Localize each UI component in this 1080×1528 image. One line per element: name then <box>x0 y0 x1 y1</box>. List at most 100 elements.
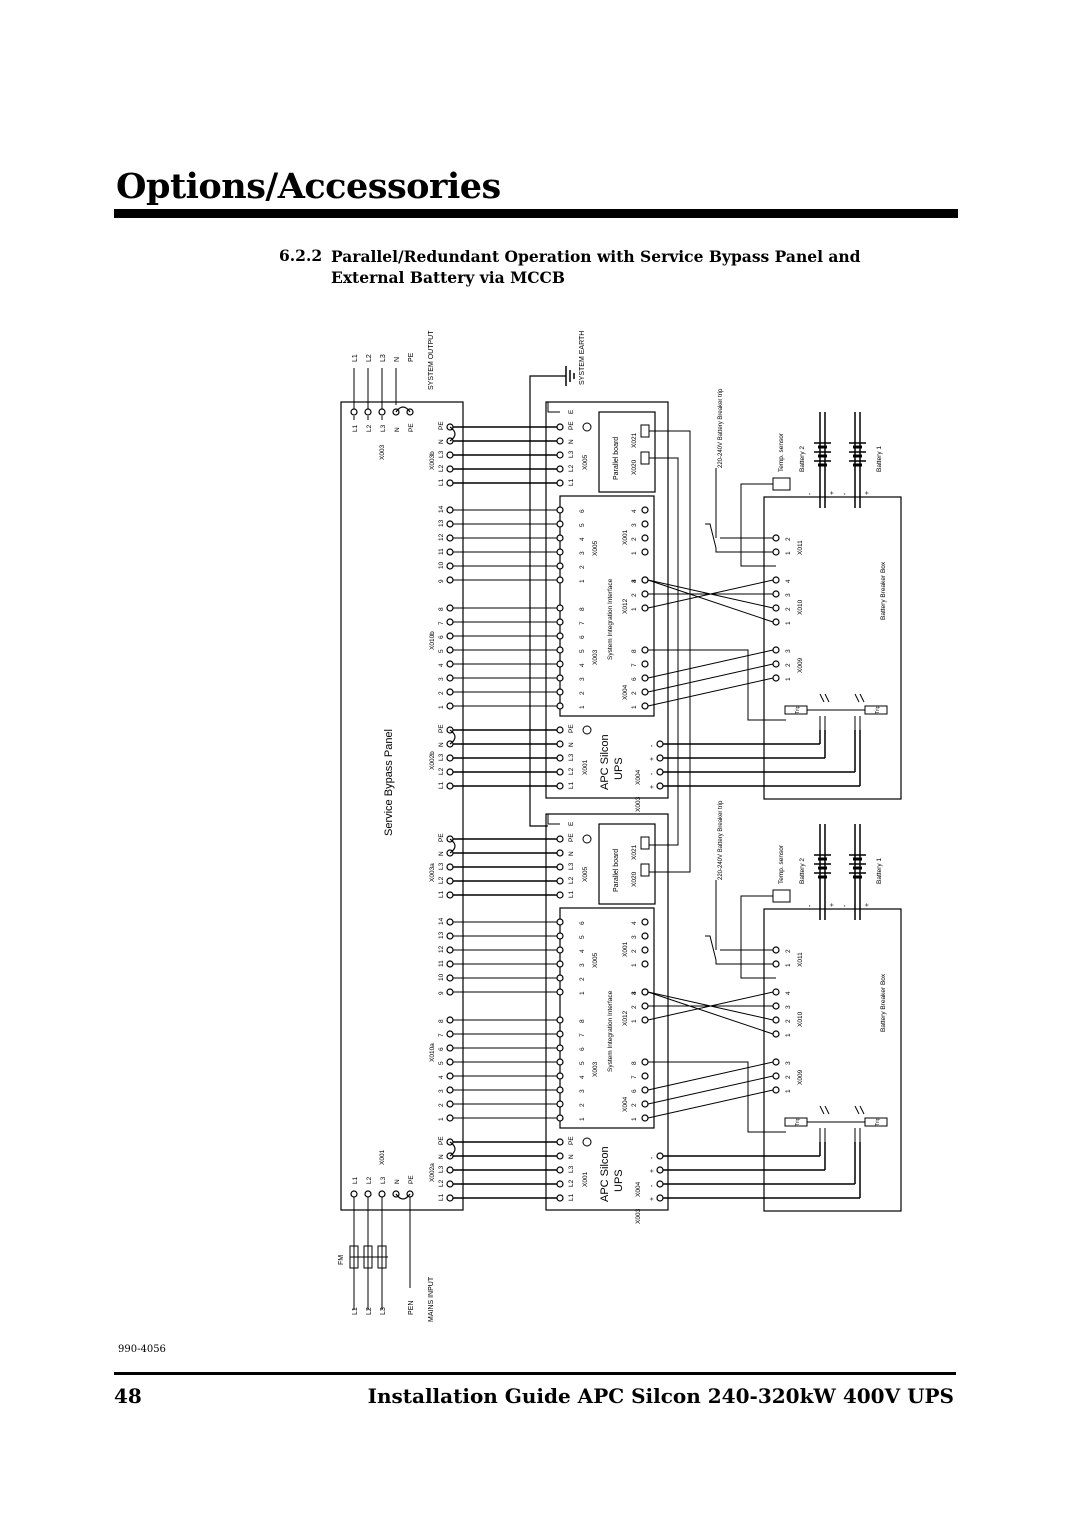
x010-number: 1 <box>785 621 792 625</box>
system-output-line-label: L2 <box>366 354 373 362</box>
mains-input-line-label: L2 <box>366 1307 373 1315</box>
x010-terminal <box>772 604 780 612</box>
system-output-terminal <box>364 408 372 416</box>
ups-e-label: E <box>568 409 575 414</box>
ups-title-2: UPS <box>613 757 625 780</box>
x001-terminal <box>641 946 649 954</box>
ups-x003-number: 4 <box>579 1075 586 1079</box>
system-output-line-label: PE <box>408 352 415 362</box>
sbp-x002-terminal <box>446 754 454 762</box>
x012-terminal <box>641 576 649 584</box>
ups-x005-label: L3 <box>568 862 575 870</box>
signal-wire <box>647 663 774 693</box>
battery-plus: + <box>829 903 836 907</box>
breaker-contact <box>819 693 825 703</box>
x004-number: 1 <box>631 705 638 709</box>
title-rule <box>114 209 958 218</box>
x012-terminal <box>641 604 649 612</box>
ups-x003-x005-terminal <box>556 646 564 654</box>
sbp-x010-number: 6 <box>438 635 445 639</box>
temp-sensor-box <box>772 889 791 903</box>
ups-x005-terminal <box>556 877 564 885</box>
ups-x005-number: 3 <box>579 551 586 555</box>
ups-x003-number: 3 <box>579 677 586 681</box>
x011-number: 2 <box>785 537 792 541</box>
drawing-number: 990-4056 <box>118 1344 166 1355</box>
system-earth-label: SYSTEM EARTH <box>579 331 586 385</box>
ups-x005-terminal <box>556 423 564 431</box>
x001-terminal <box>641 520 649 528</box>
x001-number: 1 <box>631 551 638 555</box>
sbp-power-label: L3 <box>438 862 445 870</box>
parallel-board-box <box>598 823 656 905</box>
x001-terminal <box>641 506 649 514</box>
sbp-x002-terminal <box>446 768 454 776</box>
ups-x005-number: 6 <box>579 509 586 513</box>
x001-number: 3 <box>631 523 638 527</box>
x004-name: X004 <box>622 1096 629 1112</box>
sbp-x010-terminal <box>446 960 454 968</box>
sbp-x010-number: 7 <box>438 621 445 625</box>
sbp-output-label: L2 <box>366 424 373 432</box>
mains-input-terminal <box>350 1190 358 1198</box>
signal-wire <box>647 649 774 679</box>
ups-x003-x005-terminal <box>556 932 564 940</box>
ups-dc-terminal <box>656 740 664 748</box>
sbp-x010-number: 11 <box>438 960 445 967</box>
ups-x003-number: 2 <box>579 1103 586 1107</box>
mains-input-terminal <box>378 1190 386 1198</box>
ups-dc-terminal <box>656 768 664 776</box>
x010-terminal <box>772 590 780 598</box>
ups-title: APC Silcon <box>599 1146 611 1202</box>
ups-x001-terminal <box>556 1180 564 1188</box>
sbp-x002-label: N <box>438 1154 445 1159</box>
ups-x003-x005-terminal <box>556 1072 564 1080</box>
sbp-x010-terminal <box>446 534 454 542</box>
x010-terminal <box>772 1002 780 1010</box>
x009-terminal <box>772 1086 780 1094</box>
sbp-x010-terminal <box>446 1058 454 1066</box>
system-output-terminal <box>378 408 386 416</box>
signal-wire <box>647 1061 774 1091</box>
trip-coil-label: Trip <box>795 705 801 714</box>
ups-x003-number: 2 <box>579 691 586 695</box>
breaker-contact <box>819 1105 825 1115</box>
x020-label: X020 <box>631 871 638 887</box>
breaker-contact <box>859 693 865 703</box>
battery-minus: - <box>807 492 814 495</box>
trip-coil-label: Trip <box>875 705 881 714</box>
x009-number: 1 <box>785 677 792 681</box>
sbp-x010-number: 3 <box>438 677 445 681</box>
ups-x003-x005-terminal <box>556 1086 564 1094</box>
ups-e-link <box>547 401 560 413</box>
x001-number: 2 <box>631 537 638 541</box>
x001-terminal <box>641 534 649 542</box>
sbp-x002-label: L2 <box>438 1179 445 1187</box>
chapter-title: Options/Accessories <box>116 166 501 207</box>
ups-x004-name: X004 <box>635 769 642 785</box>
ups-dc-sign: - <box>649 772 656 775</box>
x012-terminal <box>641 1016 649 1024</box>
x004-terminal <box>641 1086 649 1094</box>
signal-wire <box>647 677 774 707</box>
ups-dc-terminal <box>656 1194 664 1202</box>
x021-connector <box>640 424 650 438</box>
x012-name: X012 <box>622 598 629 614</box>
sbp-power-terminal <box>446 877 454 885</box>
ups-title: APC Silcon <box>599 734 611 790</box>
system-output-line-label: L1 <box>352 354 359 362</box>
ups-x001-label: L2 <box>568 1179 575 1187</box>
x020-connector <box>640 863 650 877</box>
sbp-x010-terminal <box>446 548 454 556</box>
breaker-contact <box>824 1105 830 1115</box>
ups-x003-name: X003 <box>592 1061 599 1077</box>
ups-x005-label: L2 <box>568 876 575 884</box>
sbp-power-label: N <box>438 851 445 856</box>
sbp-x001-line-label: PE <box>408 1175 415 1184</box>
temp-sensor-box <box>772 477 791 491</box>
ups-x003-number: 3 <box>579 1089 586 1093</box>
x010-number: 2 <box>785 607 792 611</box>
ups-x001-label: L3 <box>568 1165 575 1173</box>
earth-wire <box>529 436 548 827</box>
sbp-x010-terminal <box>446 932 454 940</box>
